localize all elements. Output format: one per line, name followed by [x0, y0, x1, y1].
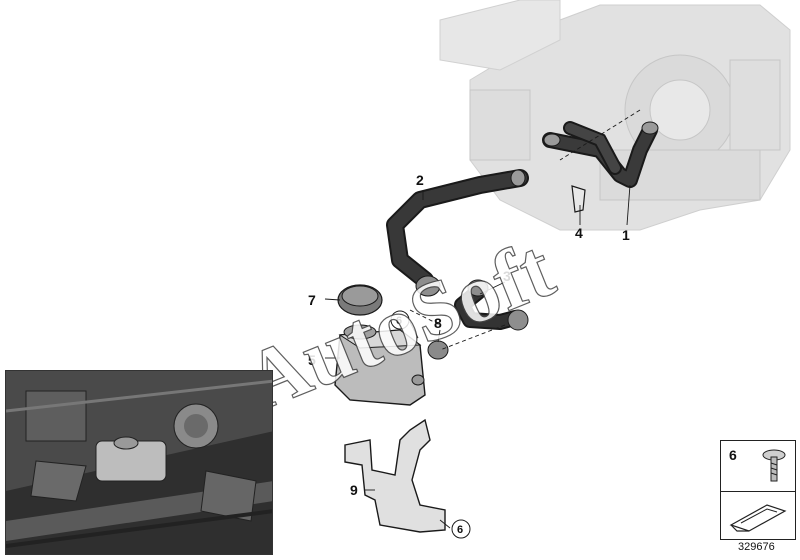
expansion-tank-cap-7 [337, 284, 383, 316]
coolant-hose-3 [454, 279, 529, 331]
expansion-tank-5 [334, 324, 426, 406]
document-number: 329676 [738, 541, 775, 553]
callout-4: 4 [575, 225, 583, 241]
callout-6b-circle [451, 519, 471, 539]
screw-icon [762, 449, 786, 482]
callout-7: 7 [308, 292, 316, 308]
legend-part-number: 6 [729, 447, 737, 463]
callout-5: 5 [308, 352, 316, 368]
callout-6: 6 [396, 315, 402, 327]
callout-9: 9 [350, 482, 358, 498]
coolant-hose-1 [542, 121, 659, 188]
leader-lines [324, 109, 641, 529]
callout-6-circle [390, 310, 410, 330]
arrow-icon [729, 504, 787, 532]
callout-1: 1 [622, 227, 630, 243]
callout-3: 3 [503, 268, 511, 284]
coolant-hose-2 [386, 169, 529, 297]
callout-8: 8 [434, 315, 442, 331]
bracket-9 [344, 418, 446, 533]
legend-divider [721, 491, 795, 492]
engine-block [439, 0, 791, 231]
hose-clip-4 [571, 185, 586, 213]
part-legend: 6 [720, 440, 796, 540]
engine-bay-photo [5, 370, 273, 555]
callout-2: 2 [416, 172, 424, 188]
callout-6b: 6 [457, 524, 463, 536]
